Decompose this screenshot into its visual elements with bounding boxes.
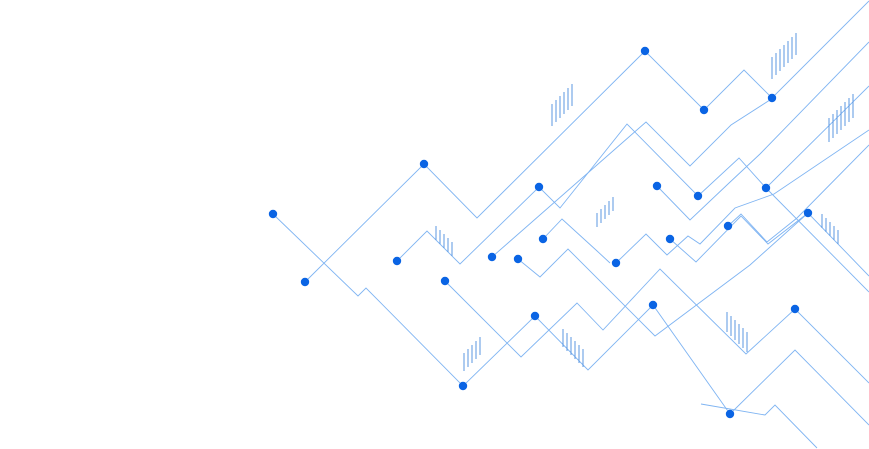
circuit-node-3 xyxy=(419,159,429,169)
circuit-trace-6 xyxy=(517,212,869,337)
circuit-trace-13 xyxy=(700,403,818,449)
circuit-trace-2 xyxy=(304,0,869,283)
hatch-group-5 xyxy=(463,337,481,371)
hatch-group-1 xyxy=(551,84,573,126)
circuit-trace-11 xyxy=(727,144,869,243)
circuit-trace-9 xyxy=(656,41,869,221)
circuit-node-17 xyxy=(693,191,703,201)
circuit-node-11 xyxy=(530,311,540,321)
circuit-trace-4 xyxy=(444,268,869,384)
hatch-group-6 xyxy=(435,226,453,256)
circuit-node-13 xyxy=(648,300,658,310)
circuit-trace-3 xyxy=(396,85,869,265)
circuit-node-20 xyxy=(725,409,735,419)
hatch-marks xyxy=(435,33,854,371)
hatch-group-3 xyxy=(828,94,854,142)
circuit-node-7 xyxy=(487,252,497,262)
hatch-group-8 xyxy=(726,312,748,352)
circuit-node-10 xyxy=(538,234,548,244)
circuit-trace-1 xyxy=(272,213,731,415)
circuit-node-4 xyxy=(392,256,402,266)
circuit-node-8 xyxy=(513,254,523,264)
circuit-node-16 xyxy=(665,234,675,244)
circuit-node-5 xyxy=(440,276,450,286)
circuit-node-23 xyxy=(790,304,800,314)
circuit-node-19 xyxy=(723,221,733,231)
circuit-node-1 xyxy=(268,209,278,219)
circuit-node-24 xyxy=(803,208,813,218)
circuit-trace-10 xyxy=(669,212,809,263)
hatch-group-7 xyxy=(562,329,584,367)
circuit-node-9 xyxy=(534,182,544,192)
circuit-node-14 xyxy=(640,46,650,56)
circuit-nodes xyxy=(268,46,813,419)
circuit-trace-7 xyxy=(542,218,611,264)
circuit-node-12 xyxy=(611,258,621,268)
circuit-trace-8 xyxy=(615,129,869,264)
hatch-group-9 xyxy=(821,214,839,244)
circuit-node-22 xyxy=(767,93,777,103)
circuit-trace-14 xyxy=(765,187,869,293)
circuit-node-21 xyxy=(761,183,771,193)
circuit-node-18 xyxy=(699,105,709,115)
hatch-group-2 xyxy=(771,33,797,79)
circuit-node-6 xyxy=(458,381,468,391)
circuit-node-2 xyxy=(300,277,310,287)
hatch-group-4 xyxy=(596,197,614,227)
circuit-trace-5 xyxy=(491,97,774,258)
circuit-trace-12 xyxy=(729,349,869,426)
circuit-node-15 xyxy=(652,181,662,191)
